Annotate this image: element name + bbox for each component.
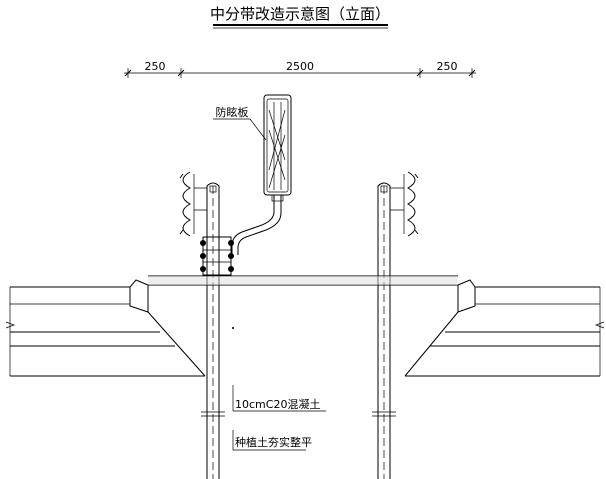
- anti-glare-panel: [263, 94, 292, 196]
- concrete-layer-label: 10cmC20混凝土: [235, 397, 320, 411]
- left-curb: [129, 279, 149, 313]
- dimension-right: 250: [437, 60, 458, 73]
- drawing-title: 中分带改造示意图（立面）: [210, 5, 390, 23]
- leader-line: [249, 118, 267, 141]
- right-curb: [457, 279, 476, 313]
- dimension-left: 250: [145, 60, 166, 73]
- marker-dot: [232, 327, 234, 329]
- post-clamp: [200, 236, 234, 276]
- left-carriageway: [5, 286, 205, 377]
- planting-soil-label: 种植土夯实整平: [235, 435, 312, 449]
- concrete-layer: [148, 276, 458, 285]
- support-arm: [237, 195, 282, 255]
- dimension-line: [124, 68, 476, 78]
- right-carriageway: [405, 286, 605, 377]
- median-slopes: [147, 311, 459, 377]
- anti-glare-panel-label: 防眩板: [216, 105, 249, 119]
- left-guardrail-beam: [179, 171, 207, 237]
- left-post: [201, 182, 225, 479]
- dimension-middle: 2500: [286, 60, 314, 73]
- right-post: [372, 182, 396, 479]
- right-guardrail-beam: [390, 171, 419, 237]
- arm-connector: [271, 194, 284, 202]
